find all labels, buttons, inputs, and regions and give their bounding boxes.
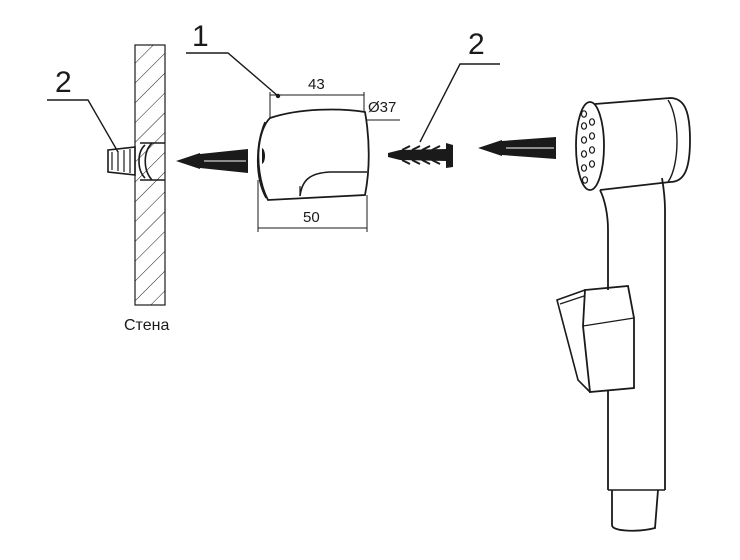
dimension-diameter-label: Ø37: [368, 99, 396, 116]
dimension-top-label: 43: [308, 76, 325, 93]
callout-anchor: 2: [47, 66, 119, 153]
screw: [388, 143, 453, 168]
arrow-icon: [176, 149, 248, 173]
callout-number-holder: 1: [192, 20, 209, 53]
wall: [134, 44, 166, 306]
callout-number-anchor: 2: [55, 66, 72, 99]
dimension-diameter: Ø37: [366, 99, 400, 121]
dimension-bottom-label: 50: [303, 209, 320, 226]
callout-holder: 1: [186, 20, 281, 99]
arrow-icon: [478, 137, 556, 159]
nozzle-holes: [580, 110, 596, 184]
dimension-top: 43: [269, 76, 365, 118]
wall-anchor: [107, 142, 165, 181]
callout-number-screw: 2: [468, 28, 485, 61]
callout-screw: 2: [419, 28, 500, 143]
sprayer: [556, 97, 691, 532]
wall-label: Стена: [124, 317, 169, 334]
dimension-bottom: 50: [257, 180, 368, 232]
holder: [256, 108, 370, 201]
